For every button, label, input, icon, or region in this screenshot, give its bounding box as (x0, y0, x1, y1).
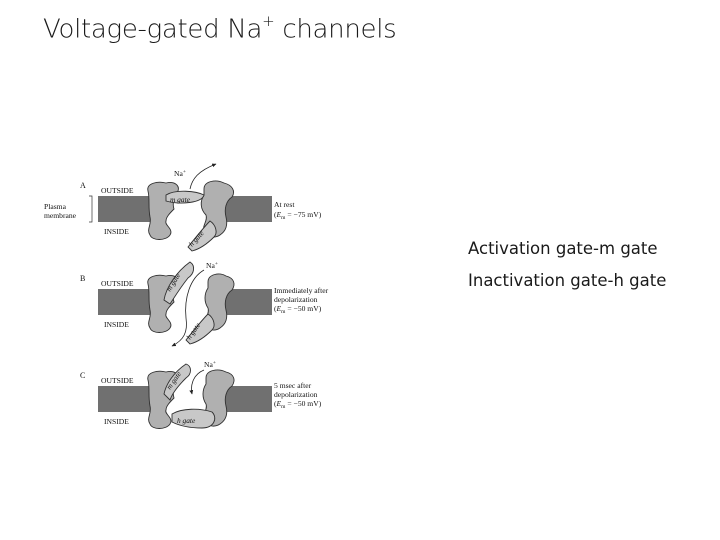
m-gate (163, 363, 191, 401)
membrane-left (98, 386, 152, 412)
m-gate (163, 261, 195, 305)
membrane-potential: (Em = −50 mV) (274, 399, 322, 410)
membrane-left (98, 196, 152, 222)
ion-label: Na+ (206, 261, 218, 270)
panel-letter: B (80, 274, 85, 283)
activation-gate-note: Activation gate-m gate (468, 239, 658, 258)
h-gate (171, 408, 216, 429)
m-gate-label: m gate (170, 195, 191, 204)
panel-c: C m gate h gate OUTSIDE INSIDE Na+ 5 mse… (80, 360, 322, 429)
panel-letter: C (80, 371, 85, 380)
membrane-potential: (Em = −75 mV) (274, 210, 322, 221)
na-flow-arrow (189, 163, 217, 190)
slide-title: Voltage-gated Na+ channels (43, 12, 397, 45)
inactivation-gate-note: Inactivation gate-h gate (468, 271, 667, 290)
na-flow-arrow (171, 269, 205, 347)
channel-protein-right (204, 273, 235, 331)
inside-label: INSIDE (104, 320, 129, 329)
membrane-bracket (89, 195, 93, 223)
title-superscript: + (262, 12, 275, 30)
state-label: At rest (274, 200, 295, 209)
m-gate (165, 190, 205, 204)
ion-label: Na+ (174, 169, 186, 178)
outside-label: OUTSIDE (101, 376, 134, 385)
panel-letter: A (80, 181, 86, 190)
inside-label: INSIDE (104, 227, 129, 236)
h-gate (185, 313, 215, 345)
h-gate (187, 220, 217, 252)
panel-a: A m gate h gate OUTSIDE INSIDE Na+ At re… (80, 163, 322, 252)
channel-protein-left (147, 181, 179, 240)
gate-notes: Activation gate-m gate Inactivation gate… (468, 233, 666, 297)
outside-label: OUTSIDE (101, 279, 134, 288)
inside-label: INSIDE (104, 417, 129, 426)
membrane-potential: (Em = −50 mV) (274, 304, 322, 315)
panel-b: B m gate h gate OUTSIDE INSIDE Na+ Immed… (80, 261, 329, 347)
na-flow-arrow (189, 369, 205, 395)
membrane-left (98, 289, 152, 315)
h-gate-label: h gate (177, 416, 196, 425)
ion-label: Na+ (204, 360, 216, 369)
outside-label: OUTSIDE (101, 186, 134, 195)
